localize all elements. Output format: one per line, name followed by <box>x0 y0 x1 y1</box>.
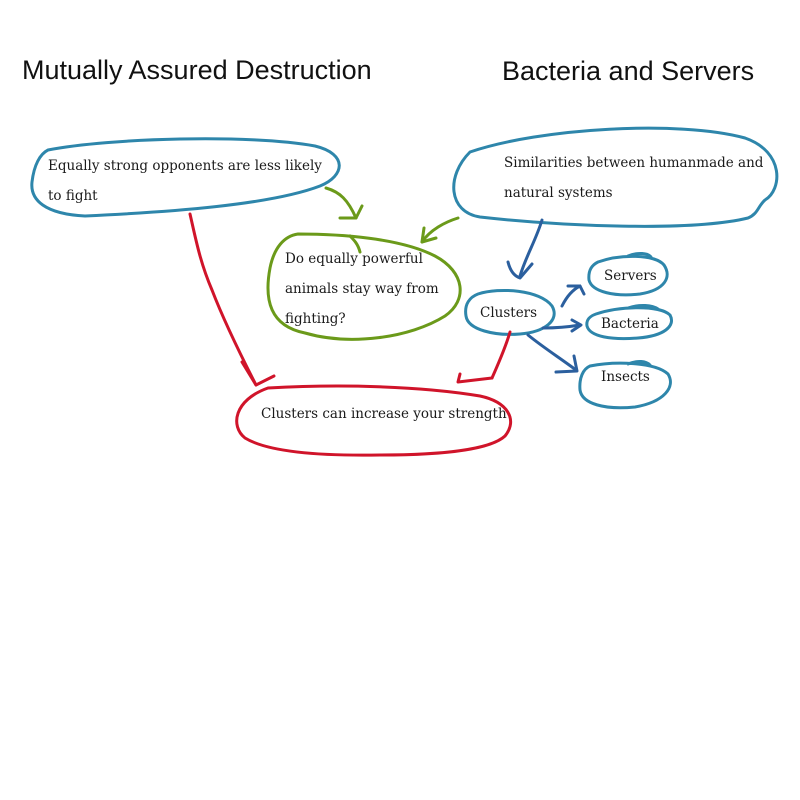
clusters-strength-outline <box>235 384 513 457</box>
note-clusters: Clusters <box>480 305 538 321</box>
arrowhead-clusters-to-servers <box>566 284 586 296</box>
connector-equally-strong-to-animals <box>324 186 358 220</box>
connector-clusters-to-strength <box>490 330 512 380</box>
equally-strong-outline <box>30 137 341 218</box>
arrowhead-clusters-to-insects <box>554 354 579 374</box>
note-animals-question: Do equally powerful animals stay way fro… <box>285 251 439 327</box>
arrowhead-similarities-to-animals <box>420 226 438 244</box>
clusters-outline <box>464 288 556 336</box>
green-tick-mark <box>348 234 362 254</box>
connector-equally-strong-to-strength <box>188 212 258 387</box>
connector-similarities-to-animals <box>420 216 460 244</box>
arrowhead-equally-strong-to-strength <box>240 360 276 387</box>
animals-question-outline <box>266 232 462 341</box>
arrowhead-equally-strong-to-animals <box>338 204 364 220</box>
note-clusters-strength: Clusters can increase your strength <box>261 406 507 422</box>
insects-outline <box>578 360 672 410</box>
note-bacteria: Bacteria <box>601 316 659 332</box>
arrowhead-clusters-to-strength <box>456 372 494 384</box>
note-similarities: Similarities between humanmade and natur… <box>504 155 764 201</box>
note-insects: Insects <box>601 369 650 385</box>
note-equally-strong: Equally strong opponents are less likely… <box>48 158 322 204</box>
arrowhead-similarities-to-clusters <box>506 260 534 280</box>
connector-clusters-to-bacteria <box>541 323 582 330</box>
similarities-outline <box>452 126 779 228</box>
connector-similarities-to-clusters <box>518 218 544 278</box>
connector-clusters-to-insects <box>526 333 578 372</box>
connector-clusters-to-servers <box>560 284 582 308</box>
arrowhead-clusters-to-bacteria <box>570 318 583 333</box>
servers-outline <box>587 252 669 297</box>
note-servers: Servers <box>604 268 657 284</box>
heading-mutually-assured-destruction: Mutually Assured Destruction <box>22 55 372 85</box>
bacteria-outline <box>585 304 673 341</box>
heading-bacteria-and-servers: Bacteria and Servers <box>502 56 755 86</box>
